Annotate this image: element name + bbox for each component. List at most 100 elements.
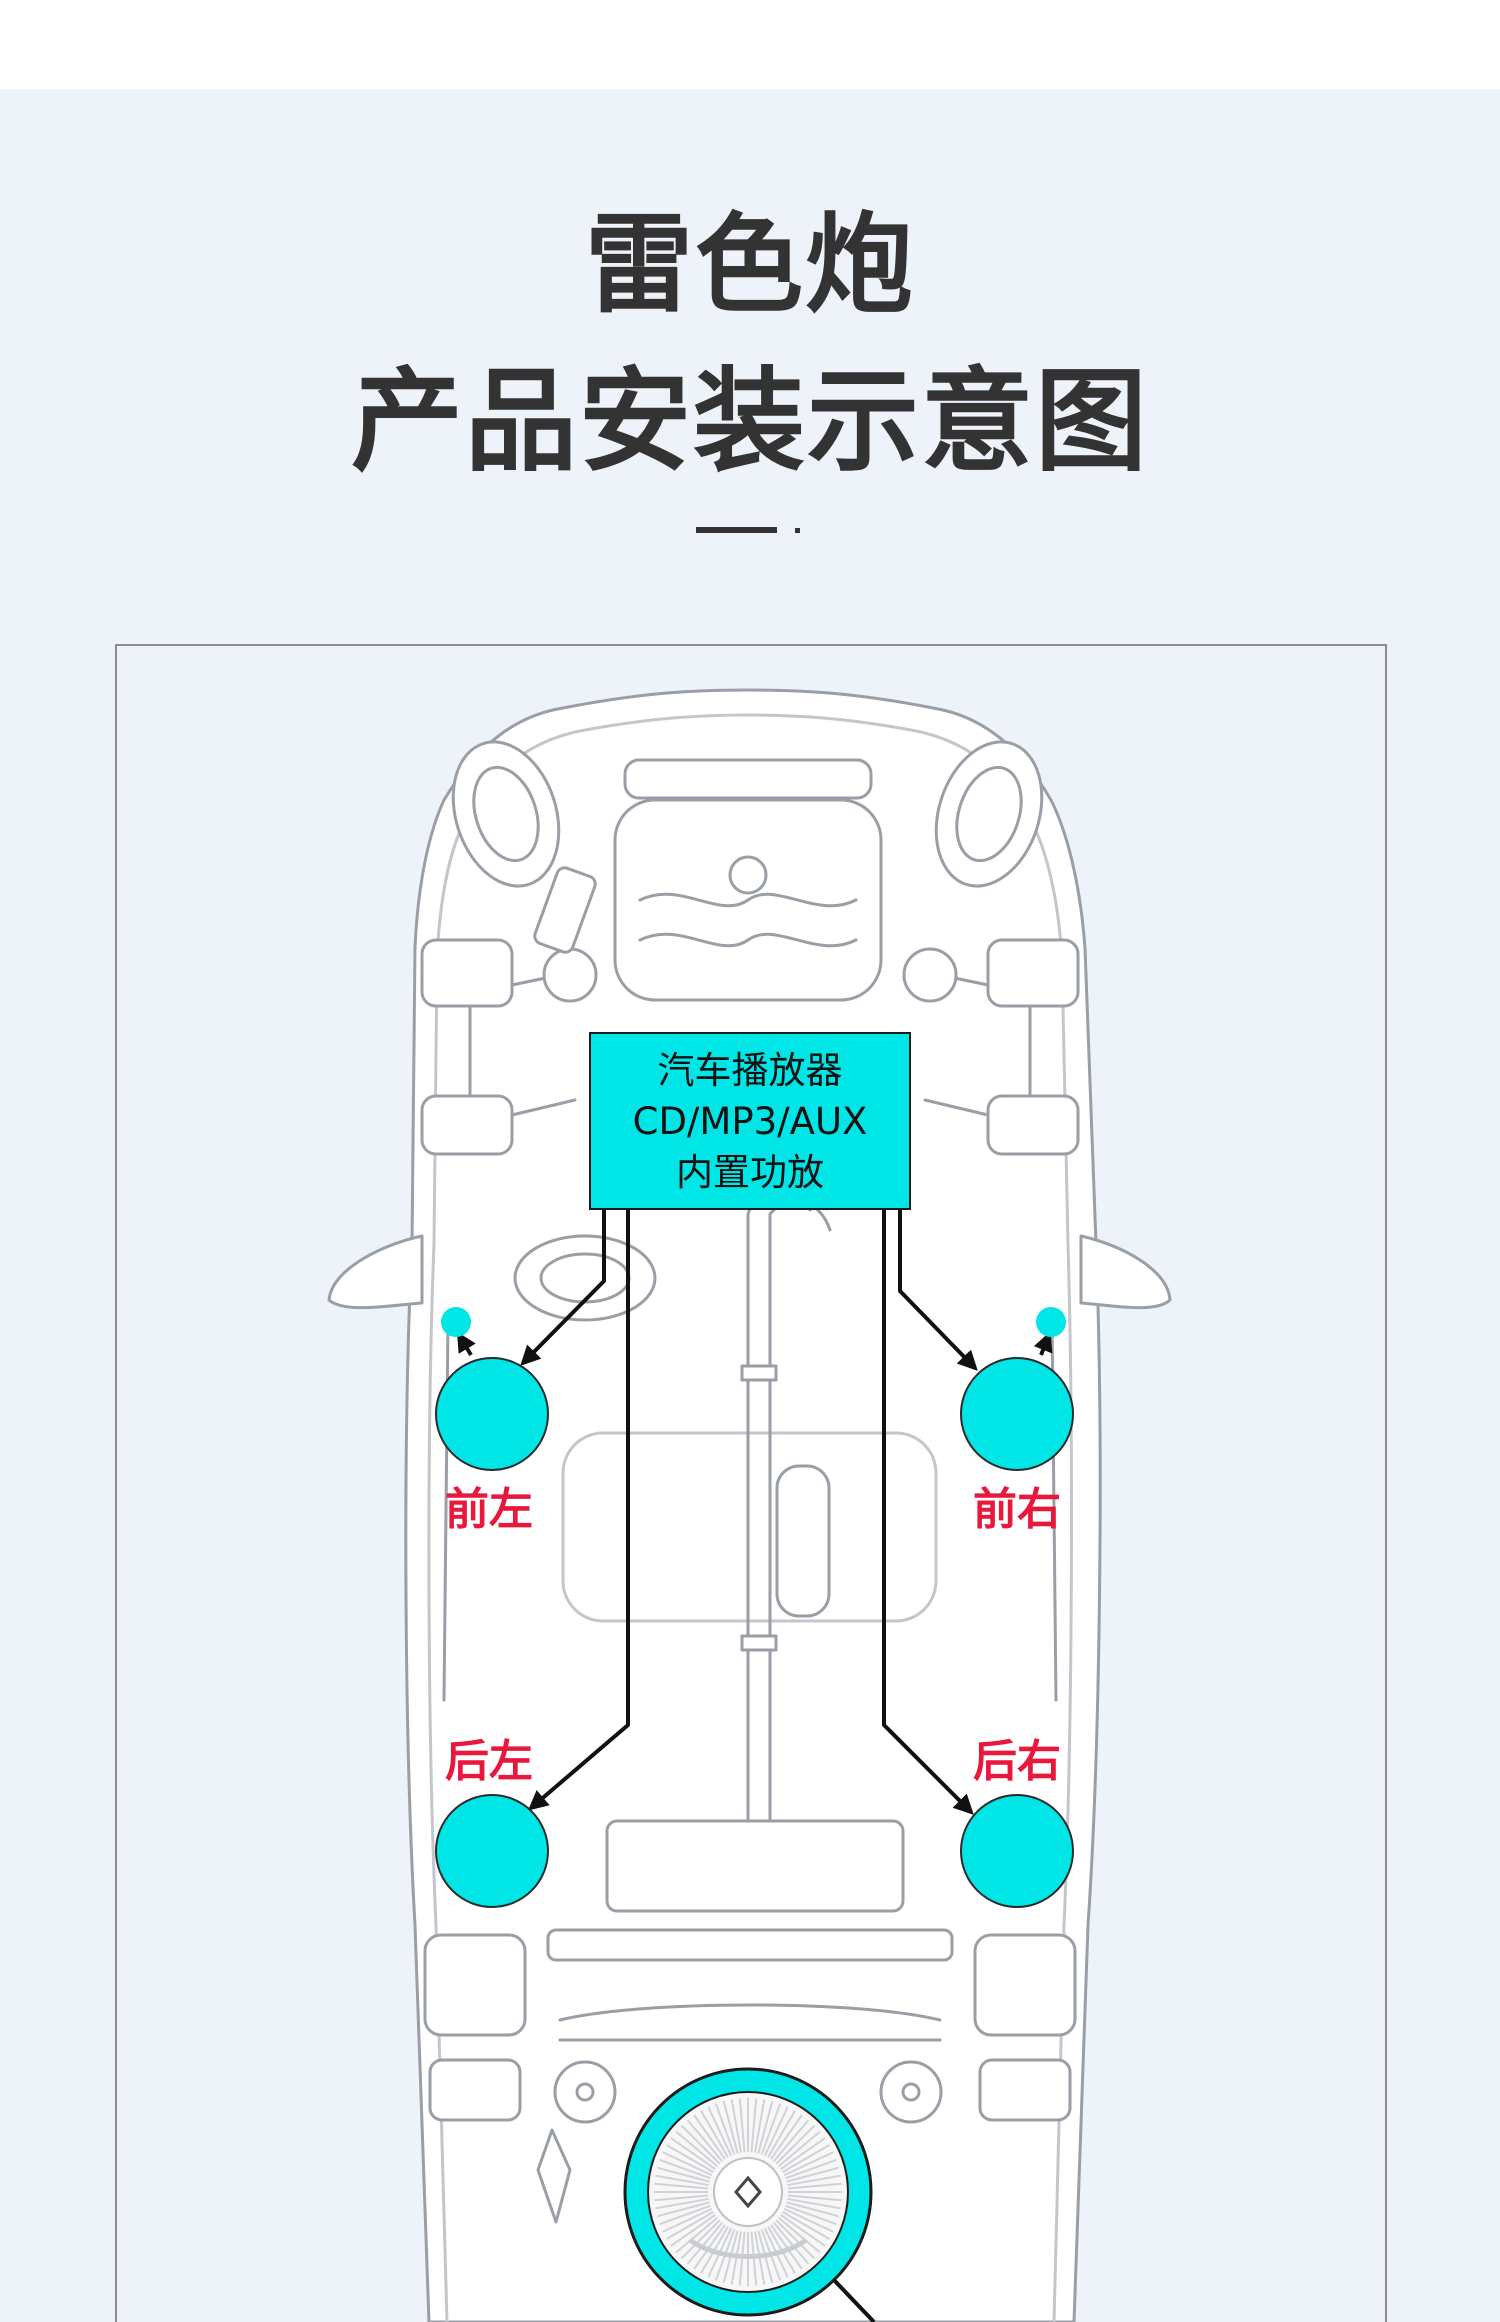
cone-stripe bbox=[675, 2130, 719, 2168]
cone-stripe bbox=[780, 2214, 826, 2247]
top-white-band bbox=[0, 0, 1500, 89]
cone-stripe bbox=[680, 2219, 721, 2260]
cone-stripe bbox=[700, 2110, 729, 2158]
cone-stripe bbox=[782, 2144, 830, 2173]
cone-stripe bbox=[675, 2216, 719, 2254]
cone-stripe bbox=[782, 2211, 830, 2240]
rear-left-suspension bbox=[423, 1933, 527, 2037]
cone-stripe bbox=[772, 2119, 810, 2163]
right-strut-mount bbox=[902, 947, 958, 1003]
left-headlight-lens bbox=[472, 765, 540, 863]
cone-stripe bbox=[750, 2098, 758, 2153]
car-player-box: 汽车播放器 CD/MP3/AUX 内置功放 bbox=[589, 1032, 911, 1210]
left-mirror bbox=[327, 1234, 424, 1310]
cone-stripe bbox=[662, 2151, 713, 2177]
cone-stripe bbox=[777, 2216, 821, 2254]
engine-ribs bbox=[638, 892, 858, 948]
label-front-left: 前左 bbox=[445, 1484, 533, 1535]
cone-stripe bbox=[662, 2207, 713, 2233]
cone-stripe bbox=[787, 2194, 842, 2202]
subwoofer-lower-arc bbox=[688, 2237, 808, 2259]
speakers bbox=[435, 1307, 1074, 1908]
title-divider-dot bbox=[795, 528, 800, 533]
cone-stripe bbox=[714, 2103, 736, 2155]
cone-stripe bbox=[787, 2182, 842, 2190]
radiator bbox=[623, 758, 873, 800]
cone-stripe bbox=[770, 2114, 803, 2160]
front-right-suspension-lower bbox=[986, 1094, 1080, 1156]
rear-right-suspension bbox=[973, 1933, 1077, 2037]
front-right-suspension-upper bbox=[986, 938, 1080, 1008]
title-divider bbox=[696, 527, 777, 533]
rear-right-shock-inner bbox=[901, 2082, 921, 2102]
cone-stripe bbox=[772, 2221, 810, 2265]
front-left-suspension-upper bbox=[420, 938, 514, 1008]
player-box-line-2: CD/MP3/AUX bbox=[632, 1099, 868, 1143]
cone-stripe bbox=[666, 2211, 714, 2240]
label-front-right: 前右 bbox=[973, 1484, 1061, 1535]
rear-axle bbox=[546, 1928, 954, 1962]
cone-stripe bbox=[693, 2114, 726, 2160]
cone-stripe bbox=[767, 2110, 796, 2158]
cone-stripe bbox=[775, 2219, 816, 2260]
cone-stripe bbox=[786, 2201, 840, 2218]
subwoofer-cone-pattern bbox=[654, 2098, 842, 2286]
wire-front-left bbox=[520, 1210, 606, 1366]
exhaust-clamp-1 bbox=[740, 1364, 778, 1382]
subwoofer-center-disc bbox=[713, 2157, 783, 2227]
exhaust-clamp-2 bbox=[740, 1634, 778, 1652]
label-rear-right: 后右 bbox=[973, 1736, 1061, 1787]
cone-stripe bbox=[656, 2201, 710, 2218]
right-mirror bbox=[1079, 1234, 1172, 1310]
engine-cap bbox=[728, 855, 768, 895]
cone-stripe bbox=[654, 2194, 709, 2202]
cone-stripe bbox=[760, 2103, 782, 2155]
cone-stripe bbox=[655, 2197, 709, 2210]
cone-stripe bbox=[786, 2166, 840, 2183]
car-inner-outline bbox=[427, 713, 1073, 2322]
cone-stripe bbox=[686, 2221, 724, 2265]
cone-stripe bbox=[655, 2174, 709, 2187]
cone-stripe bbox=[738, 2098, 746, 2153]
car-body-outline bbox=[404, 688, 1102, 2322]
cone-stripe bbox=[780, 2137, 826, 2170]
wire-front-right bbox=[898, 1210, 978, 1371]
cone-stripe bbox=[787, 2197, 841, 2210]
speaker-front-left bbox=[435, 1357, 549, 1471]
cone-stripe bbox=[707, 2106, 733, 2157]
cone-stripe bbox=[654, 2182, 709, 2190]
subwoofer-logo-icon bbox=[734, 2175, 762, 2209]
cone-stripe bbox=[763, 2106, 789, 2157]
cone-stripe bbox=[787, 2174, 841, 2187]
cone-stripe bbox=[722, 2100, 739, 2154]
left-strut-mount bbox=[542, 947, 598, 1003]
player-box-line-3: 内置功放 bbox=[676, 1150, 824, 1194]
player-box-line-1: 汽车播放器 bbox=[657, 1048, 843, 1092]
cone-stripe bbox=[783, 2151, 834, 2177]
diagram-frame bbox=[115, 644, 1387, 2322]
tweeter-front-left bbox=[441, 1307, 471, 1337]
cone-stripe bbox=[757, 2100, 774, 2154]
rear-left-hub bbox=[428, 2058, 522, 2122]
label-rear-left: 后左 bbox=[445, 1736, 533, 1787]
wire-front-right-tweeter bbox=[1033, 1331, 1053, 1356]
cone-stripe bbox=[656, 2166, 710, 2183]
cone-stripe bbox=[775, 2124, 816, 2165]
rear-left-bracket bbox=[536, 2128, 572, 2224]
cone-stripe bbox=[693, 2224, 726, 2270]
fuel-tank bbox=[605, 1819, 905, 1913]
subwoofer bbox=[623, 2067, 873, 2317]
wire-rear-right bbox=[882, 1210, 974, 1815]
cone-stripe bbox=[785, 2158, 837, 2180]
cone-stripe bbox=[783, 2207, 834, 2233]
right-headlight-lens bbox=[955, 765, 1023, 863]
rear-left-shock bbox=[553, 2060, 617, 2124]
steering-wheel bbox=[513, 1234, 657, 1322]
title-brand: 雷色炮 bbox=[584, 203, 915, 328]
speaker-rear-right bbox=[960, 1794, 1074, 1908]
battery bbox=[533, 866, 597, 954]
muffler bbox=[775, 1464, 831, 1618]
cone-stripe bbox=[785, 2204, 837, 2226]
